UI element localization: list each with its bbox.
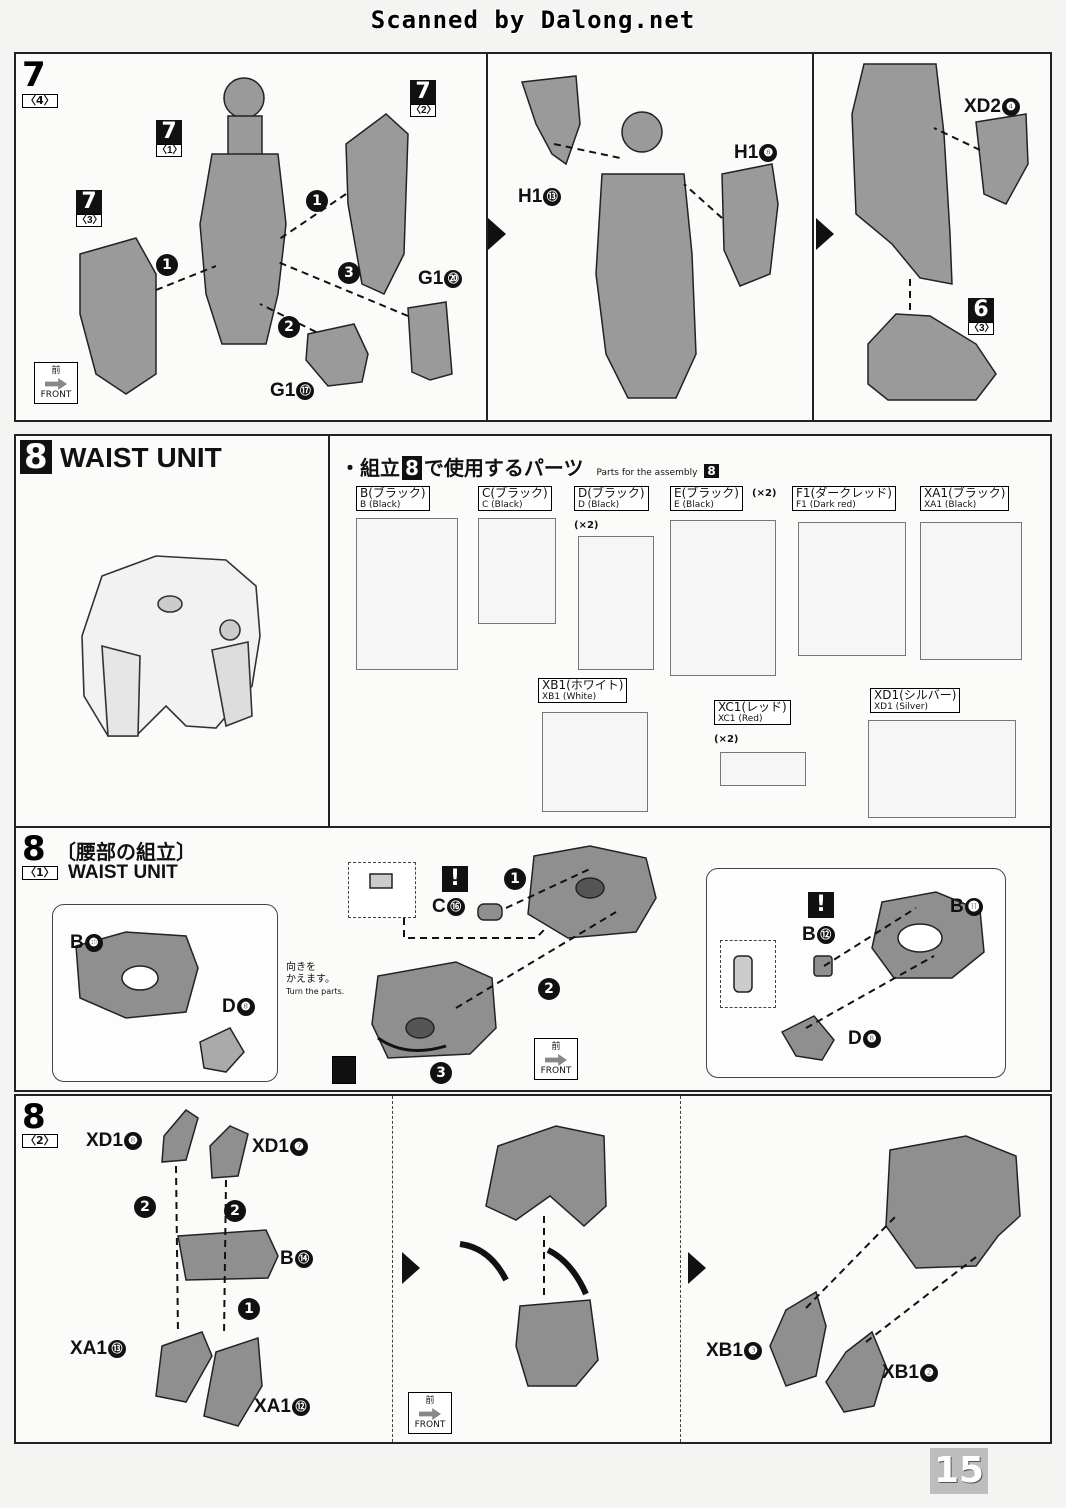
- substep-label: 〈4〉: [22, 94, 58, 108]
- runner-label-d: D(ブラック)D (Black): [574, 486, 649, 511]
- runner-xc1-multiplier: (×2): [714, 734, 739, 745]
- waist-unit-illustration: [81, 555, 261, 737]
- next-step-arrow: [488, 218, 506, 250]
- order-marker-1: 1: [306, 190, 328, 212]
- ref-step-7-1: 7〈1〉: [156, 119, 183, 157]
- ref-step-7-2: 7〈2〉: [410, 79, 437, 117]
- page-number: 15: [930, 1448, 988, 1494]
- runner-d: [578, 536, 654, 670]
- step-number: 8: [22, 1097, 46, 1137]
- next-step-arrow: [688, 1252, 706, 1284]
- order-marker-2: 2: [538, 978, 560, 1000]
- section-title: WAIST UNIT: [60, 442, 222, 473]
- front-arrow-icon: [45, 378, 67, 390]
- runner-label-e: E(ブラック)E (Black): [670, 486, 743, 511]
- runner-xa1: [920, 522, 1022, 660]
- turn-parts-note: 向きをかえます。Turn the parts.: [286, 962, 345, 996]
- panel-divider: [812, 54, 814, 420]
- step-title-jp: 〔腰部の組立〕: [56, 840, 196, 864]
- panel-divider: [680, 1096, 681, 1442]
- order-marker-3: 3: [338, 262, 360, 284]
- runner-label-xd1: XD1(シルバー)XD1 (Silver): [870, 688, 961, 713]
- runner-b: [356, 518, 458, 670]
- step7-panel: 7 〈4〉 7〈1〉 7〈2〉 7〈3〉 6〈3〉: [14, 52, 1052, 422]
- runner-label-f1: F1(ダークレッド)F1 (Dark red): [792, 486, 896, 511]
- runner-xd1: [868, 720, 1016, 818]
- arm-assembly-illustration: [79, 63, 1029, 401]
- rotate-parts-icon: [332, 1056, 356, 1084]
- ref-step-7-3: 7〈3〉: [76, 189, 103, 227]
- order-marker-1: 1: [238, 1298, 260, 1320]
- order-marker-2: 2: [134, 1196, 156, 1218]
- step-number: 8: [22, 829, 46, 869]
- runner-c: [478, 518, 556, 624]
- step8-2-panel: 8 〈2〉: [14, 1094, 1052, 1444]
- next-step-arrow: [402, 1252, 420, 1284]
- order-marker-1: 1: [504, 868, 526, 890]
- runner-label-xa1: XA1(ブラック)XA1 (Black): [920, 486, 1010, 511]
- scan-credit: Scanned by Dalong.net: [370, 6, 696, 34]
- runner-xc1: [720, 752, 806, 786]
- panel-divider: [328, 436, 330, 826]
- panel-divider: [486, 54, 488, 420]
- runner-label-xc1: XC1(レッド)XC1 (Red): [714, 700, 791, 725]
- skirt-assembly-illustration: [155, 1109, 1021, 1427]
- next-step-arrow: [816, 218, 834, 250]
- order-marker-2: 2: [224, 1200, 246, 1222]
- runner-e: [670, 520, 776, 676]
- runner-label-xb1: XB1(ホワイト)XB1 (White): [538, 678, 628, 703]
- step8-1-panel: 8 〈1〉 〔腰部の組立〕 WAIST UNIT: [14, 826, 1052, 1092]
- front-arrow-icon: [545, 1054, 567, 1066]
- waist-parts-illustration: [75, 845, 985, 1073]
- substep-label: 〈2〉: [22, 1134, 58, 1148]
- runner-label-c: C(ブラック)C (Black): [478, 486, 552, 511]
- detail-box-c16: [348, 862, 416, 918]
- substep-label: 〈1〉: [22, 866, 58, 880]
- order-marker-2: 2: [278, 316, 300, 338]
- order-marker-1: 1: [156, 254, 178, 276]
- caution-icon: !: [442, 866, 468, 892]
- ref-step-6-3: 6〈3〉: [968, 297, 995, 335]
- runner-f1: [798, 522, 906, 656]
- step-number: 7: [22, 55, 46, 95]
- order-marker-3: 3: [430, 1062, 452, 1084]
- runner-e-multiplier: (×2): [752, 488, 777, 499]
- front-arrow-icon: [419, 1408, 441, 1420]
- panel-divider: [392, 1096, 393, 1442]
- step-title-en: WAIST UNIT: [68, 862, 178, 883]
- step-number: 8: [20, 440, 52, 474]
- runner-d-multiplier: (×2): [574, 520, 599, 531]
- caution-icon: !: [808, 892, 834, 918]
- runner-label-b: B(ブラック)B (Black): [356, 486, 430, 511]
- runner-xb1: [542, 712, 648, 812]
